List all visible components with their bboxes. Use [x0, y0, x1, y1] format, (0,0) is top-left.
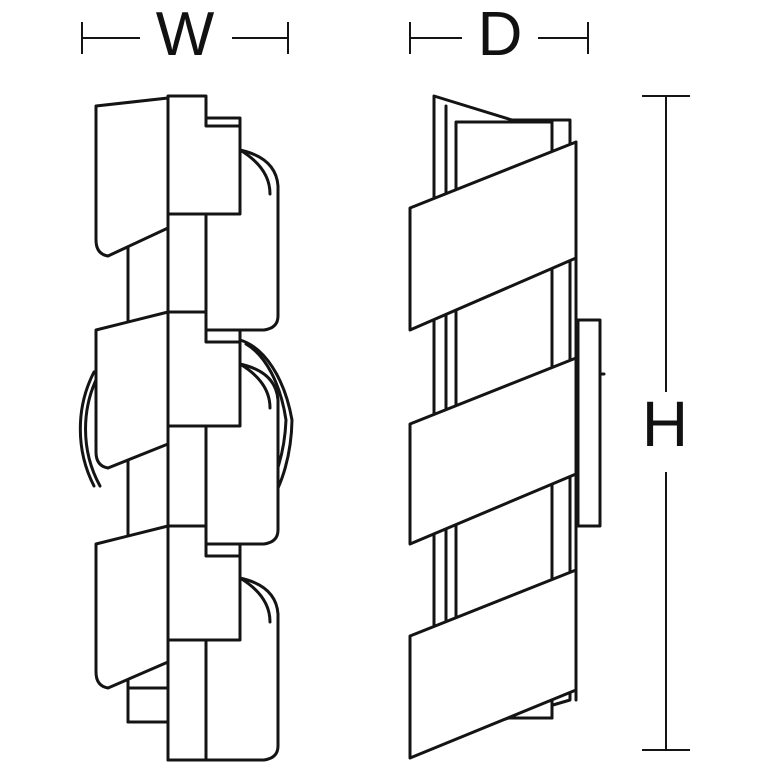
ribbon-band-middle	[94, 310, 280, 546]
ribbon-band-top	[94, 94, 280, 332]
height-label: H	[632, 392, 698, 456]
backplate-ring	[84, 370, 102, 488]
width-label: W	[140, 4, 230, 66]
ribbon-band-bottom	[94, 524, 280, 762]
depth-label: D	[462, 4, 538, 66]
width-dimension-line	[81, 22, 289, 54]
side-view	[408, 94, 606, 760]
front-view	[78, 94, 294, 762]
height-dimension-line	[642, 95, 690, 751]
depth-dimension-line	[409, 22, 589, 54]
mounting-canopy	[576, 318, 602, 528]
